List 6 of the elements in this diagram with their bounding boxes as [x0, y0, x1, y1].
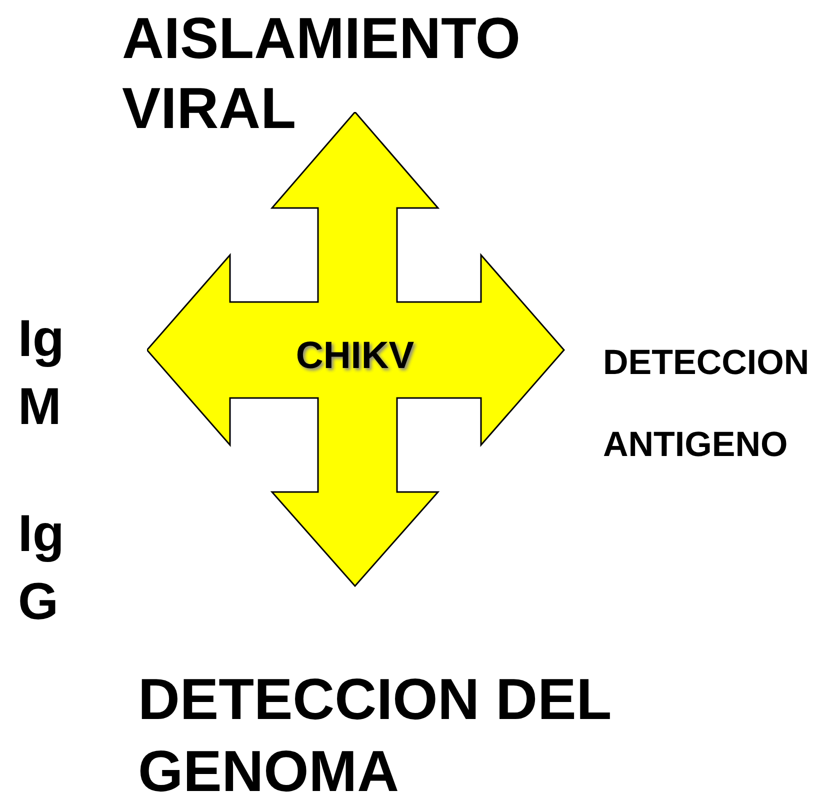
center-label: CHIKV	[296, 335, 414, 378]
side-label: DETECCION ANTIGENO	[603, 342, 810, 466]
heading-label: DETECCION DEL GENOMA	[138, 666, 612, 802]
heading-label: AISLAMIENTO VIRAL	[122, 5, 522, 143]
side-label: Ig G	[18, 504, 66, 633]
side-label: Ig M	[18, 309, 66, 438]
